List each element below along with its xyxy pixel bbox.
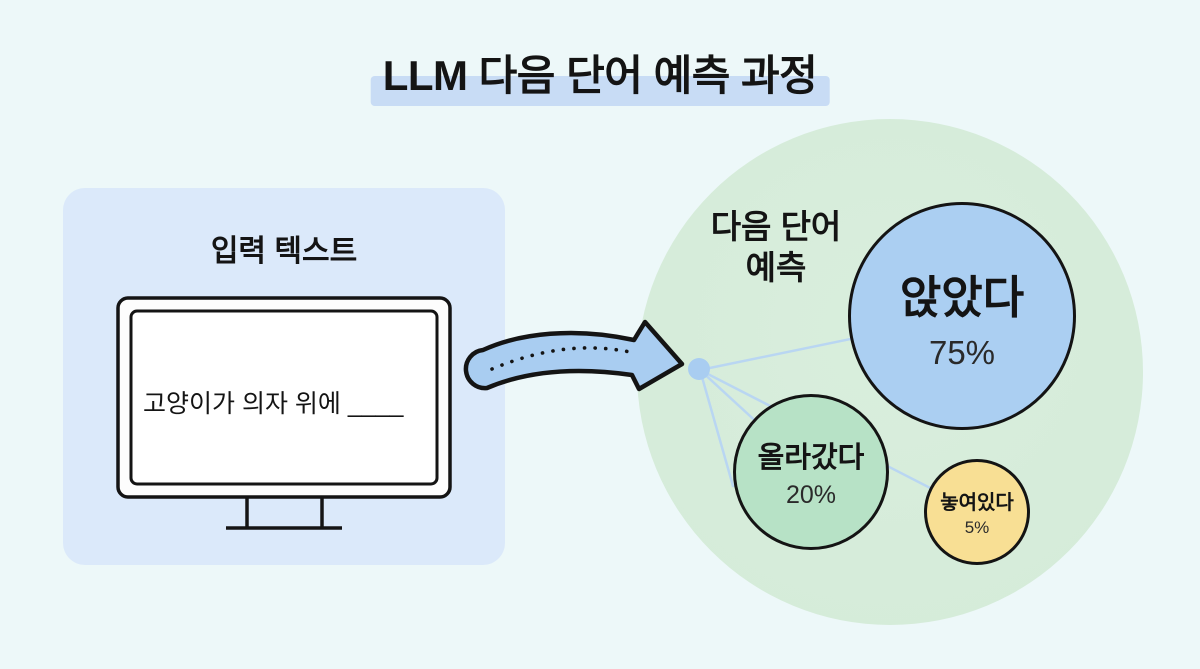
title-block: LLM 다음 단어 예측 과정 xyxy=(370,42,830,106)
candidate-word: 올라갔다 xyxy=(757,442,865,474)
arrow-dotted-line xyxy=(490,346,632,371)
candidate-circle-climbed: 올라갔다 20% xyxy=(733,394,889,550)
candidate-probability: 5% xyxy=(964,518,990,537)
candidate-circle-placed: 놓여있다 5% xyxy=(924,459,1030,565)
candidate-probability: 75% xyxy=(928,333,996,371)
candidate-circle-sat: 앉았다 75% xyxy=(848,202,1076,430)
candidate-probability: 20% xyxy=(785,481,837,509)
input-panel-title: 입력 텍스트 xyxy=(210,235,358,268)
candidate-word: 놓여있다 xyxy=(940,492,1014,514)
prediction-label: 다음 단어 예측 xyxy=(710,208,842,287)
candidate-word: 앉았다 xyxy=(899,271,1025,323)
page-title: LLM 다음 단어 예측 과정 xyxy=(382,52,818,99)
title-highlight-bar xyxy=(370,76,830,106)
monitor-screen-text: 고양이가 의자 위에 ____ xyxy=(143,390,404,418)
